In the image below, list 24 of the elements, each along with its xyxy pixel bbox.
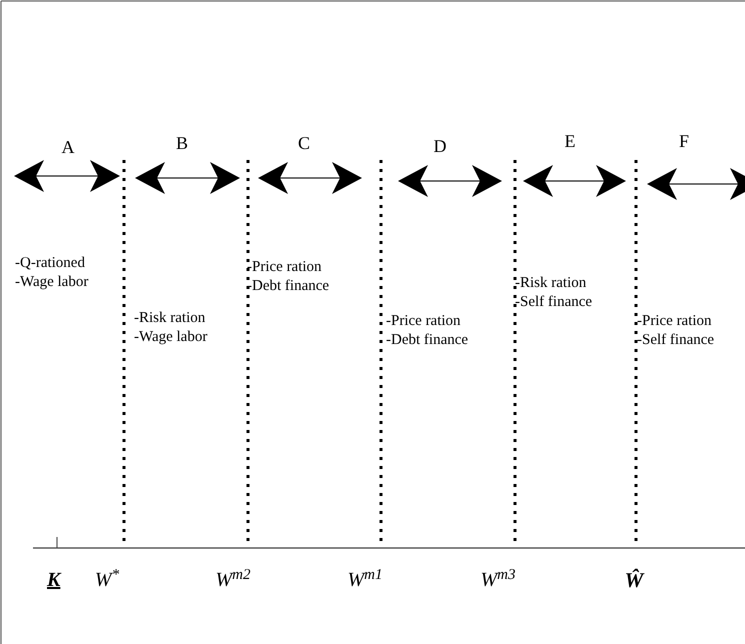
axis-label: K: [47, 568, 60, 593]
region-letter: D: [434, 135, 446, 158]
region-note: -Risk ration: [515, 274, 586, 292]
region-letter: A: [62, 136, 74, 159]
axis-label: W$^{m1}$: [348, 566, 382, 593]
region-letter: F: [679, 130, 689, 153]
region-note: -Price ration: [247, 258, 322, 276]
region-note: -Debt finance: [386, 331, 468, 349]
region-note: -Self finance: [515, 293, 592, 311]
axis-label: Ŵ: [624, 567, 644, 594]
region-note: -Debt finance: [247, 277, 330, 295]
axis-label: W$^{m2}$: [216, 566, 250, 593]
region-note: -Price ration: [386, 312, 461, 330]
axis-label: W$^{m3}$: [480, 566, 516, 593]
region-note: -Self finance: [637, 331, 714, 349]
region-note: -Q-rationed: [15, 254, 85, 272]
region-letter: B: [176, 132, 188, 155]
axis-label: W$^{*}$: [94, 566, 120, 593]
region-letter: C: [298, 132, 310, 155]
region-letter: E: [564, 130, 576, 153]
region-note: -Price ration: [637, 312, 712, 330]
region-note: -Risk ration: [134, 309, 206, 327]
region-note: -Wage labor: [15, 273, 88, 291]
region-note: -Wage labor: [134, 328, 208, 346]
